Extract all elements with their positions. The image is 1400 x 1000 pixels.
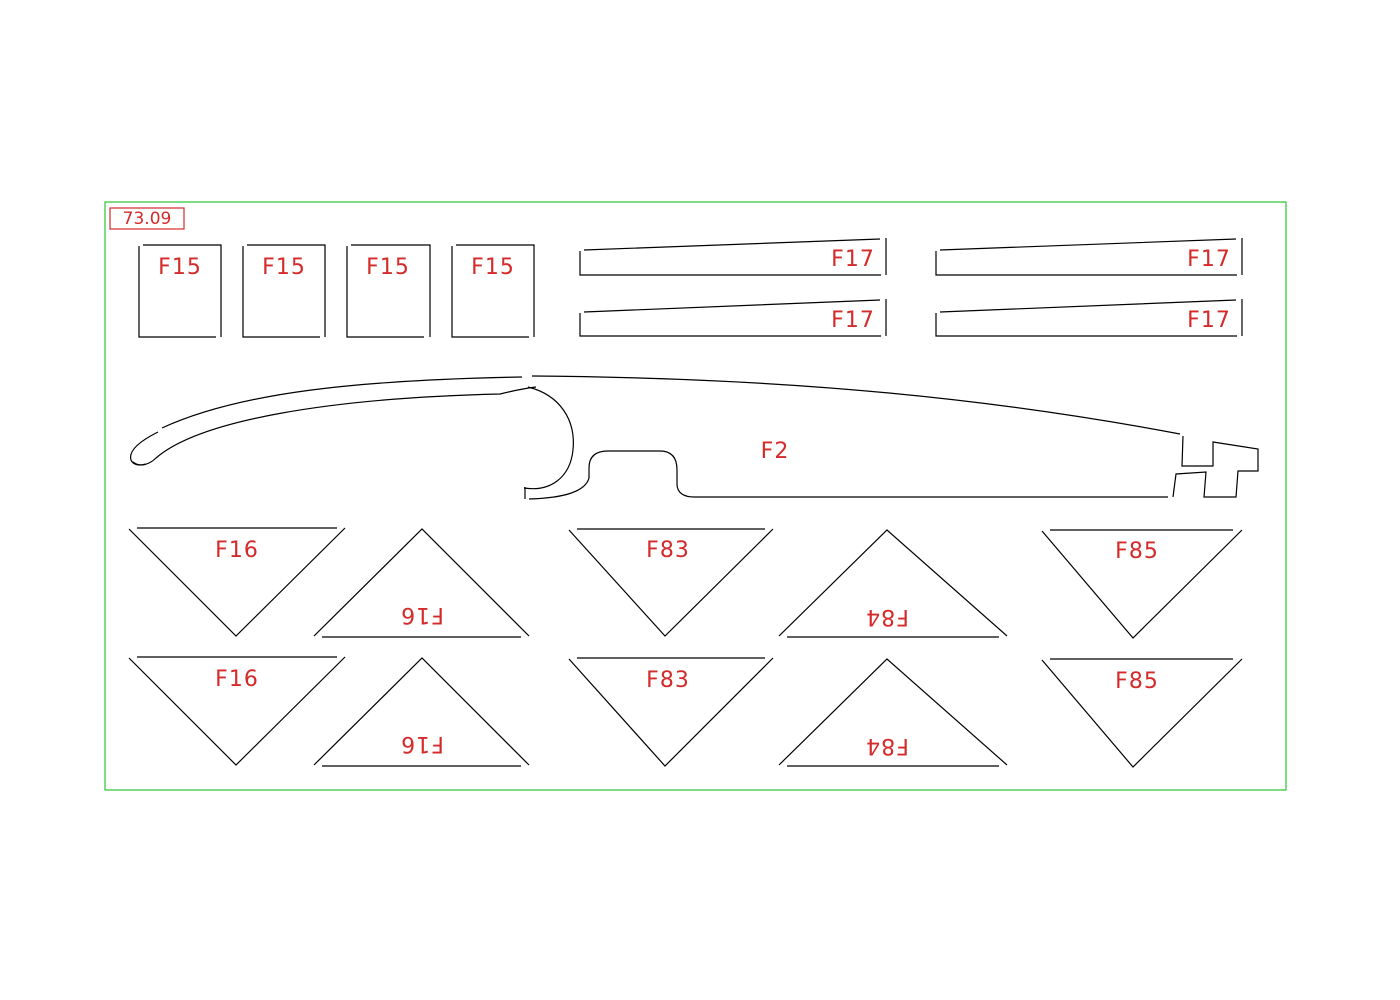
- part-label-f16-inverted: F16: [400, 731, 444, 756]
- sheet-id-box: [109, 207, 185, 230]
- sheet-id: 73.09: [123, 209, 172, 229]
- part-label-f17: F17: [831, 308, 875, 333]
- part-f16-2: F16: [313, 528, 530, 638]
- part-label-f15: F15: [366, 255, 410, 280]
- part-f16-1: F16: [128, 527, 346, 637]
- part-label-f15: F15: [158, 255, 202, 280]
- part-label-f15: F15: [262, 255, 306, 280]
- part-label-f84-inverted: F84: [865, 733, 909, 758]
- part-label-f2: F2: [761, 439, 790, 464]
- part-label-f83: F83: [646, 668, 690, 693]
- part-f15-3: F15: [346, 244, 431, 338]
- part-label-f85: F85: [1115, 669, 1159, 694]
- part-f15-2: F15: [242, 244, 326, 338]
- part-label-f85: F85: [1115, 539, 1159, 564]
- part-f16-4: F16: [313, 657, 530, 767]
- part-label-f84-inverted: F84: [865, 604, 909, 629]
- part-label-f17: F17: [1187, 247, 1231, 272]
- part-label-f16-inverted: F16: [400, 602, 444, 627]
- part-f15-4: F15: [451, 244, 535, 338]
- part-f16-3: F16: [128, 656, 346, 766]
- sheet-border: [104, 201, 1287, 791]
- part-f83-1: F83: [568, 528, 774, 637]
- part-label-f15: F15: [471, 255, 515, 280]
- part-f83-2: F83: [568, 657, 774, 767]
- part-label-f17: F17: [1187, 308, 1231, 333]
- part-f2: F2: [130, 375, 1259, 500]
- part-f15-1: F15: [138, 244, 222, 338]
- part-f17-4: F17: [935, 299, 1243, 337]
- part-f85-1: F85: [1041, 529, 1243, 639]
- part-label-f83: F83: [646, 538, 690, 563]
- part-label-f16: F16: [215, 538, 259, 563]
- part-f84-2: F84: [778, 658, 1008, 767]
- part-f17-2: F17: [935, 238, 1243, 276]
- part-f17-1: F17: [579, 238, 887, 276]
- part-label-f17: F17: [831, 247, 875, 272]
- part-f17-3: F17: [579, 299, 887, 337]
- part-f85-2: F85: [1041, 658, 1243, 768]
- part-f84-1: F84: [778, 529, 1008, 638]
- part-label-f16: F16: [215, 667, 259, 692]
